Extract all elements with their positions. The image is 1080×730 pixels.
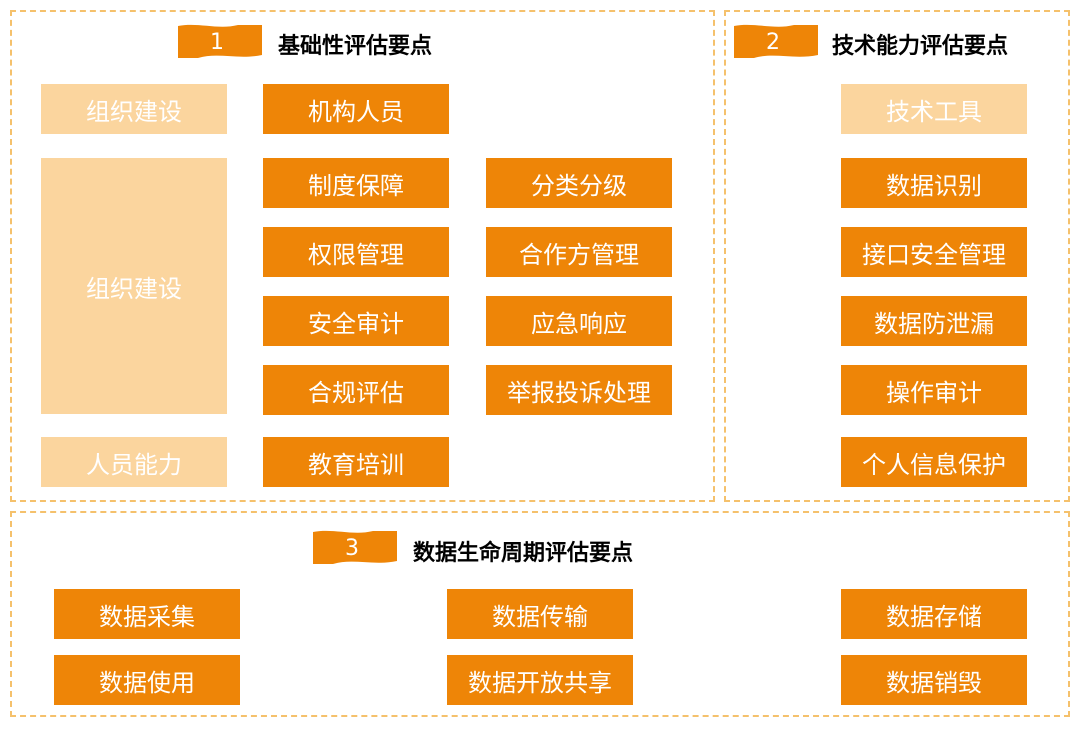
section-3-flag: 3 <box>313 528 397 568</box>
item-compliance-assessment: 合规评估 <box>263 365 449 415</box>
category-tech-tools: 技术工具 <box>841 84 1027 134</box>
category-org-1: 组织建设 <box>41 84 227 134</box>
section-3-number: 3 <box>345 535 359 561</box>
item-data-sharing: 数据开放共享 <box>447 655 633 705</box>
item-data-storage: 数据存储 <box>841 589 1027 639</box>
item-emergency-response: 应急响应 <box>486 296 672 346</box>
item-data-leak-prevention: 数据防泄漏 <box>841 296 1027 346</box>
flag-shape-icon <box>734 24 818 58</box>
lifecycle-assessment-panel <box>10 511 1070 717</box>
item-partner-mgmt: 合作方管理 <box>486 227 672 277</box>
item-data-usage: 数据使用 <box>54 655 240 705</box>
section-1-title: 基础性评估要点 <box>278 34 433 59</box>
item-education-training: 教育培训 <box>263 437 449 487</box>
item-data-destruction: 数据销毁 <box>841 655 1027 705</box>
section-1-number: 1 <box>210 29 224 55</box>
item-operation-audit: 操作审计 <box>841 365 1027 415</box>
item-data-collection: 数据采集 <box>54 589 240 639</box>
item-institution-staff: 机构人员 <box>263 84 449 134</box>
item-data-identification: 数据识别 <box>841 158 1027 208</box>
item-data-transmission: 数据传输 <box>447 589 633 639</box>
technical-assessment-panel <box>724 10 1070 502</box>
item-system-guarantee: 制度保障 <box>263 158 449 208</box>
section-2-number: 2 <box>766 29 780 55</box>
category-org-2: 组织建设 <box>41 158 227 414</box>
section-3-title: 数据生命周期评估要点 <box>413 541 634 566</box>
category-personnel: 人员能力 <box>41 437 227 487</box>
section-2-title: 技术能力评估要点 <box>832 34 1009 59</box>
flag-shape-icon <box>313 530 397 564</box>
section-1-flag: 1 <box>178 22 262 62</box>
basic-assessment-panel <box>10 10 715 502</box>
item-complaint-handling: 举报投诉处理 <box>486 365 672 415</box>
item-interface-security: 接口安全管理 <box>841 227 1027 277</box>
flag-shape-icon <box>178 24 262 58</box>
item-security-audit: 安全审计 <box>263 296 449 346</box>
section-2-flag: 2 <box>734 22 818 62</box>
item-permission-mgmt: 权限管理 <box>263 227 449 277</box>
item-personal-info-protection: 个人信息保护 <box>841 437 1027 487</box>
item-classification: 分类分级 <box>486 158 672 208</box>
